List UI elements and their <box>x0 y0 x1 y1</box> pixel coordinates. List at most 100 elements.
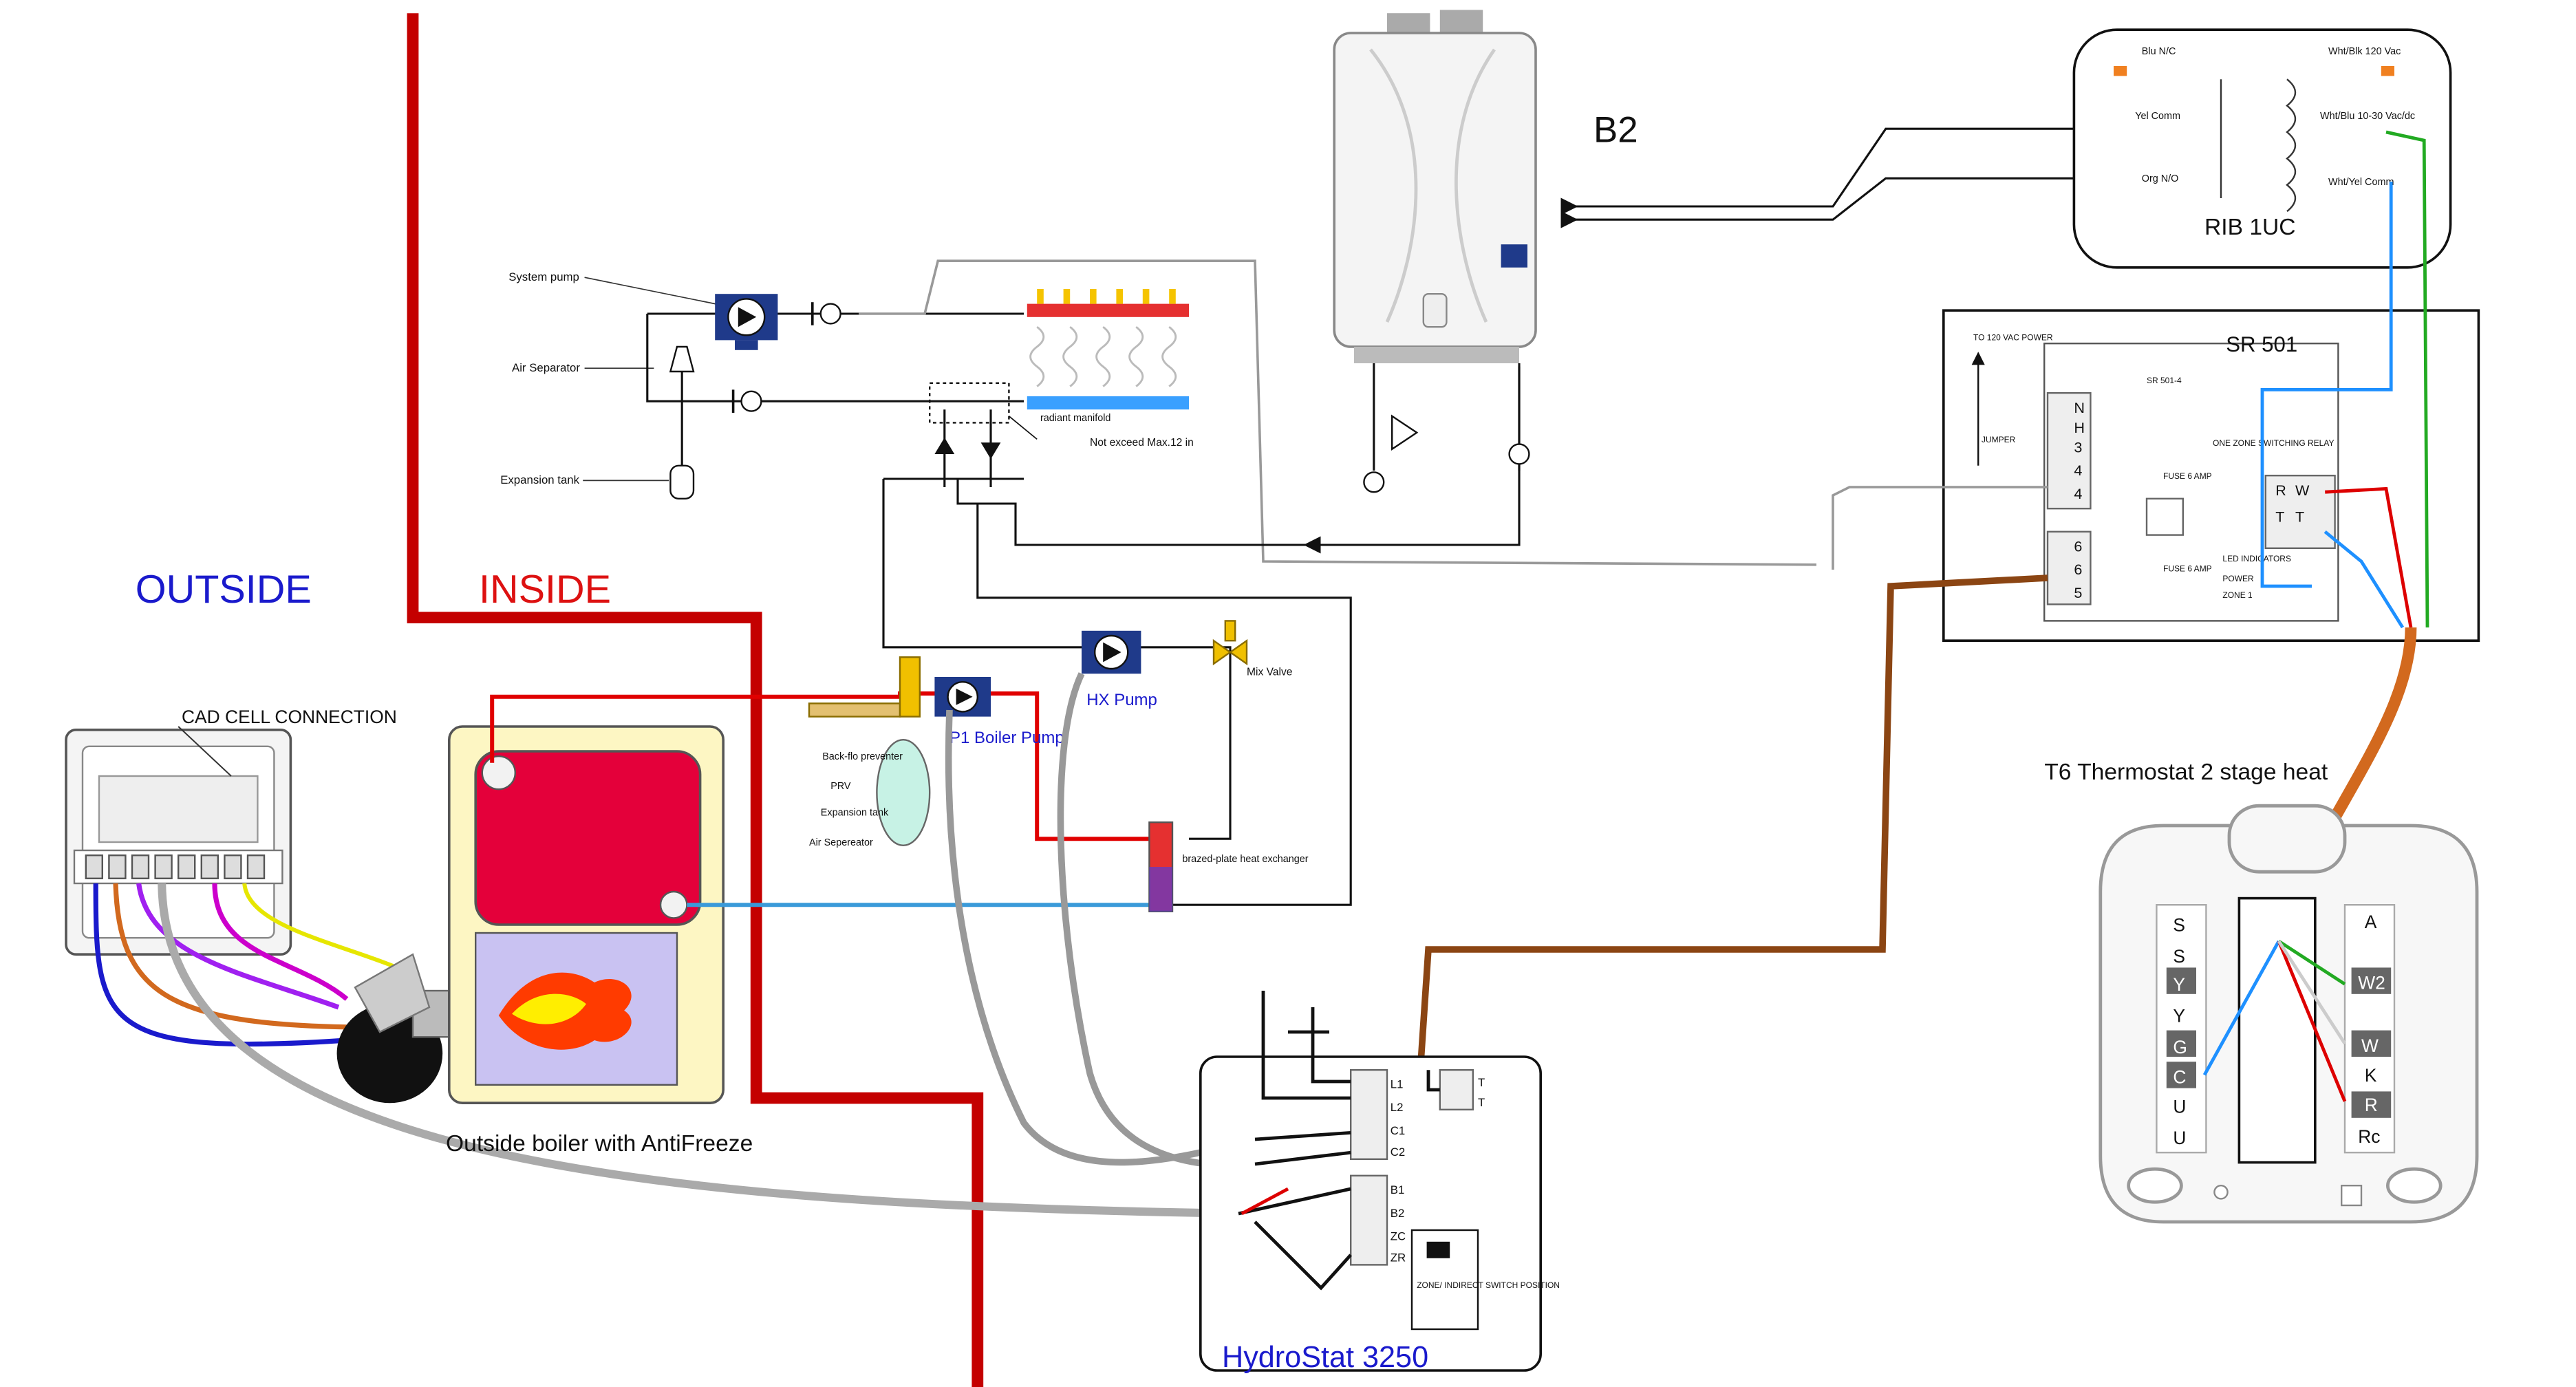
hydrostat-3250 <box>1199 1055 1542 1372</box>
rib-blu: Blu N/C <box>2142 46 2176 57</box>
heat-exchanger-icon <box>1148 821 1174 912</box>
sr501-relay-title: ONE ZONE SWITCHING RELAY <box>2213 438 2334 448</box>
t6-thermostat <box>2099 804 2479 1224</box>
b2-boiler <box>1333 10 1537 363</box>
sr501-term-6a: 6 <box>2074 538 2082 555</box>
wire-green-rib <box>2385 130 2429 628</box>
sr501-zone: ZONE 1 <box>2222 590 2253 600</box>
heat-exchanger-label: brazed-plate heat exchanger <box>1182 854 1308 865</box>
hx-pump-label: HX Pump <box>1086 691 1157 709</box>
sr501-led: LED INDICATORS <box>2222 554 2291 563</box>
rib-label: RIB 1UC <box>2204 215 2296 240</box>
tstat-term-g: G <box>2173 1037 2187 1057</box>
sr501-label: SR 501 <box>2226 332 2297 356</box>
tstat-term-w: W <box>2361 1035 2379 1056</box>
sr501-model: SR 501-4 <box>2147 376 2182 385</box>
tstat-term-u1: U <box>2173 1097 2186 1117</box>
tstat-term-y2: Y <box>2173 1006 2185 1026</box>
sr501-term-6b: 6 <box>2074 561 2082 578</box>
sr501-term-5: 5 <box>2074 584 2082 601</box>
rib-wht-blk: Wht/Blk 120 Vac <box>2328 46 2401 57</box>
sr501-term-n: N <box>2074 399 2085 416</box>
hx-pump-icon <box>1082 630 1141 674</box>
sr501-term-4b: 4 <box>2074 485 2082 502</box>
wire-blue-rib <box>2260 182 2393 588</box>
wire-magenta-cad <box>212 883 349 1001</box>
tstat-term-r: R <box>2365 1095 2378 1115</box>
hydro-term-l2: L2 <box>1391 1101 1404 1114</box>
check-valve-icon <box>811 302 841 325</box>
wire-gray-outside <box>158 883 1256 1218</box>
radiant-manifold-label: radiant manifold <box>1040 413 1110 424</box>
tstat-term-rc: Rc <box>2358 1126 2380 1147</box>
wire-purple-outside <box>136 883 340 1010</box>
outside-boiler-label: Outside boiler with AntiFreeze <box>446 1131 753 1157</box>
outside-label: OUTSIDE <box>136 568 312 612</box>
air-separator-label: Air Separator <box>512 361 580 374</box>
wire-blue-outside <box>93 883 347 1047</box>
outside-control-module: CAD CELL CONNECTION <box>65 707 397 956</box>
hydro-term-c1: C1 <box>1391 1124 1405 1137</box>
sr501-fuse1: FUSE 6 AMP <box>2163 471 2212 481</box>
tstat-term-w2: W2 <box>2358 973 2385 993</box>
hydro-switch-label: ZONE/ INDIRECT SWITCH POSITION <box>1417 1280 1560 1290</box>
tstat-term-a: A <box>2365 912 2377 932</box>
system-pump-label: System pump <box>508 270 579 283</box>
sr501-jumper: JUMPER <box>1982 435 2016 444</box>
wire-orange-outside <box>113 883 347 1030</box>
hydro-term-zr: ZR <box>1391 1251 1406 1265</box>
backflow-valve-icon <box>808 656 921 718</box>
sr501-term-w: W <box>2295 482 2310 499</box>
not-exceed-label: Not exceed Max.12 in <box>1090 437 1194 449</box>
expansion-tank-2-label: Expansion tank <box>821 808 889 819</box>
wire-yellow-cad <box>242 883 394 968</box>
sr501-term-3: 3 <box>2074 439 2082 456</box>
inside-label: INSIDE <box>479 568 611 612</box>
rib-1uc <box>2072 28 2452 269</box>
hydro-term-t1: T <box>1478 1076 1485 1089</box>
p1-pump-icon <box>934 677 991 717</box>
thermostat-label: T6 Thermostat 2 stage heat <box>2044 760 2328 785</box>
mix-valve-label: Mix Valve <box>1247 667 1292 678</box>
sr501-term-t2: T <box>2295 508 2304 525</box>
sr501-fuse2: FUSE 6 AMP <box>2163 563 2212 573</box>
p1-pump-label: P1 Boiler Pump <box>949 729 1064 747</box>
sr501-power: TO 120 VAC POWER <box>1973 332 2053 342</box>
tstat-term-u2: U <box>2173 1128 2186 1148</box>
sr501-power-led: POWER <box>2222 574 2254 583</box>
tstat-term-s2: S <box>2173 946 2185 967</box>
sr501-term-h: H <box>2074 419 2085 436</box>
air-separator-2-label: Air Sepereator <box>809 837 873 848</box>
wall-line <box>407 13 984 1387</box>
rib-wht-blu: Wht/Blu 10-30 Vac/dc <box>2320 111 2415 122</box>
wire-brown-sr <box>1417 574 2048 1074</box>
tstat-term-k: K <box>2365 1065 2377 1086</box>
tstat-term-c: C <box>2173 1066 2186 1087</box>
hydrostat-label: HydroStat 3250 <box>1222 1341 1428 1374</box>
b2-label: B2 <box>1593 109 1638 150</box>
wire-blue-sr <box>2323 530 2405 629</box>
hydro-term-c2: C2 <box>1391 1146 1405 1159</box>
check-valve-icon-2 <box>731 389 762 413</box>
hydro-term-b2: B2 <box>1391 1207 1405 1220</box>
backflow-label: Back-flo preventer <box>822 751 903 762</box>
system-pump-icon <box>715 294 778 350</box>
expansion-tank-label: Expansion tank <box>500 473 579 486</box>
rib-org: Org N/O <box>2142 173 2179 184</box>
sr501-term-t1: T <box>2275 508 2284 525</box>
tstat-term-y1: Y <box>2173 974 2185 995</box>
sr501-term-r: R <box>2275 482 2286 499</box>
expansion-tank-icon <box>876 739 931 846</box>
hydro-term-l1: L1 <box>1391 1078 1404 1091</box>
rib-wht-yel: Wht/Yel Comm <box>2328 177 2394 188</box>
mix-valve-icon <box>1212 620 1248 666</box>
wire-red-sr <box>2325 486 2413 628</box>
rib-yel: Yel Comm <box>2135 111 2180 122</box>
sr501-term-4a: 4 <box>2074 462 2082 479</box>
hydro-term-t2: T <box>1478 1096 1485 1109</box>
prv-label: PRV <box>830 781 851 792</box>
outside-boiler <box>448 725 724 1104</box>
cad-cell-label: CAD CELL CONNECTION <box>182 707 397 727</box>
radiant-manifold <box>1027 289 1189 410</box>
